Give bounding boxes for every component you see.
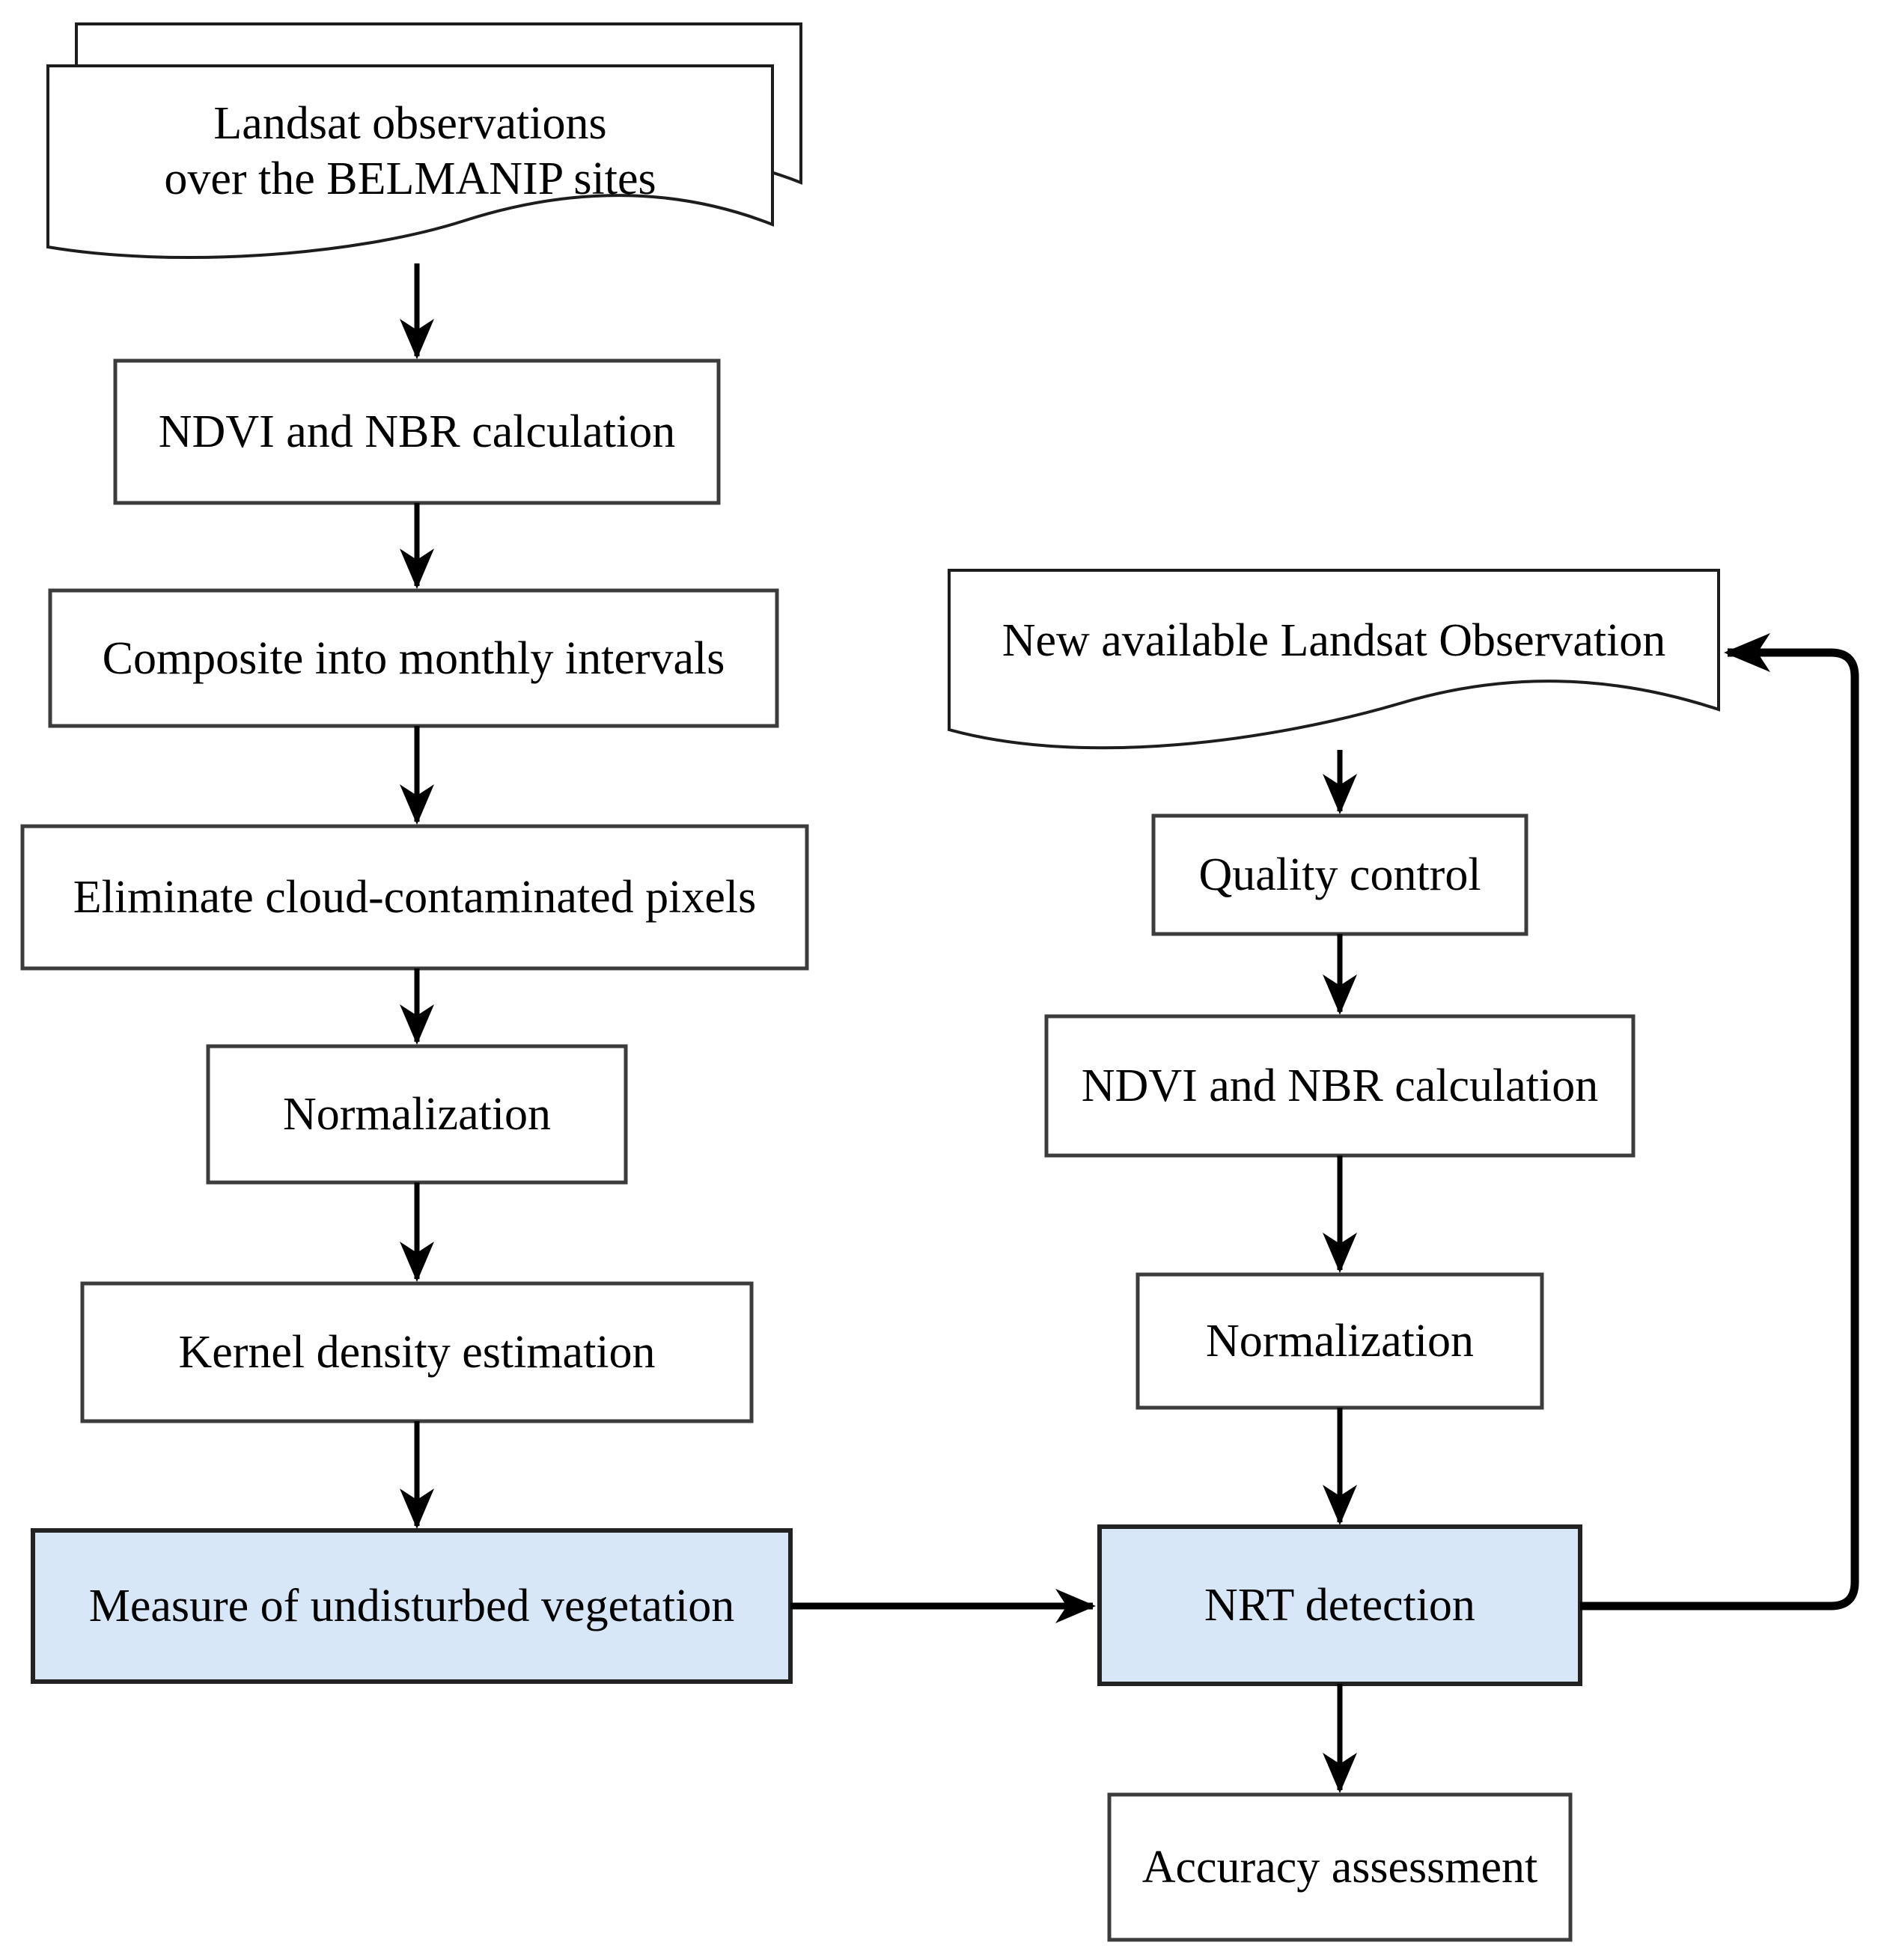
box-quality-control — [1151, 813, 1528, 936]
document-shape-new-observation — [948, 569, 1720, 750]
box-normalization-right — [1136, 1272, 1544, 1410]
box-normalization-left — [206, 1044, 628, 1185]
arrow-feedback-loop-nrt-to-newobs — [1580, 633, 1859, 1611]
box-composite — [48, 588, 779, 728]
box-eliminate — [20, 824, 809, 971]
document-shape-landsat-front — [46, 64, 774, 260]
box-accuracy — [1107, 1792, 1573, 1942]
box-ndvi-left — [113, 358, 721, 505]
box-nrt-highlighted — [1097, 1524, 1582, 1686]
box-measure-highlighted — [31, 1528, 793, 1684]
box-ndvi-right — [1044, 1014, 1636, 1158]
box-kernel — [80, 1281, 754, 1423]
